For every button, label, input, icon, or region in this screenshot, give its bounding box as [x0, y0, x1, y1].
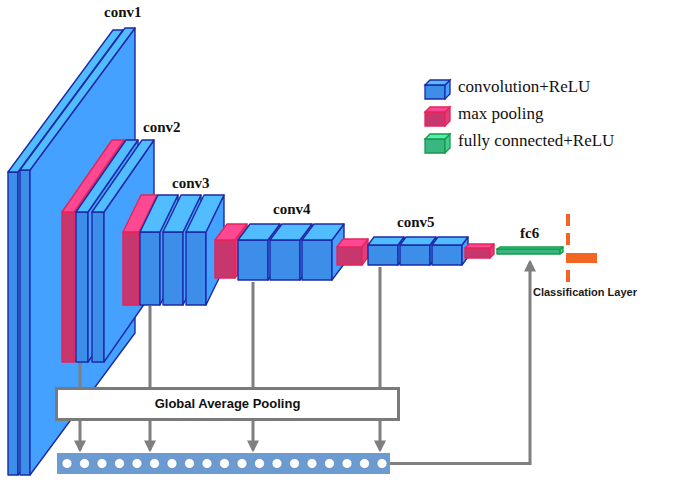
layer-group: conv5 [335, 213, 465, 267]
feature-connector [149, 306, 152, 387]
feature-connector [252, 282, 255, 387]
layer-label: conv1 [104, 4, 142, 21]
legend-swatch [423, 131, 453, 155]
classification-marks [566, 214, 597, 282]
layer-group: conv3 [120, 173, 222, 306]
legend-swatch [423, 104, 453, 128]
pool-slab [337, 239, 368, 265]
layer-label: conv5 [397, 214, 435, 231]
layer-label: conv2 [143, 119, 181, 136]
feature-vector [57, 453, 390, 474]
pooling-arrows [80, 421, 380, 450]
legend-label: convolution+ReLU [458, 78, 590, 97]
vector-to-fc-arrow [390, 262, 530, 464]
fc-slab [497, 247, 563, 254]
layer-group: conv4 [212, 199, 352, 282]
layer-group: fc6 [495, 225, 565, 256]
layer-caption: Classification Layer [533, 286, 637, 298]
legend-label: max pooling [458, 105, 543, 124]
conv-slab [400, 237, 436, 265]
legend-label: fully connected+ReLU [458, 132, 614, 151]
conv-slab [432, 237, 468, 265]
feature-connector [79, 363, 82, 387]
feature-connector [379, 267, 382, 387]
pool-slab [465, 244, 494, 258]
conv-slab [368, 237, 404, 265]
layer-label: fc6 [520, 225, 539, 242]
box-title: Global Average Pooling [155, 397, 301, 411]
pooling-box: Global Average Pooling [55, 387, 400, 421]
legend-swatch [423, 77, 453, 101]
layer-label: conv4 [273, 201, 311, 218]
layer-group: conv2 [60, 117, 193, 363]
layer-label: conv3 [172, 175, 210, 192]
